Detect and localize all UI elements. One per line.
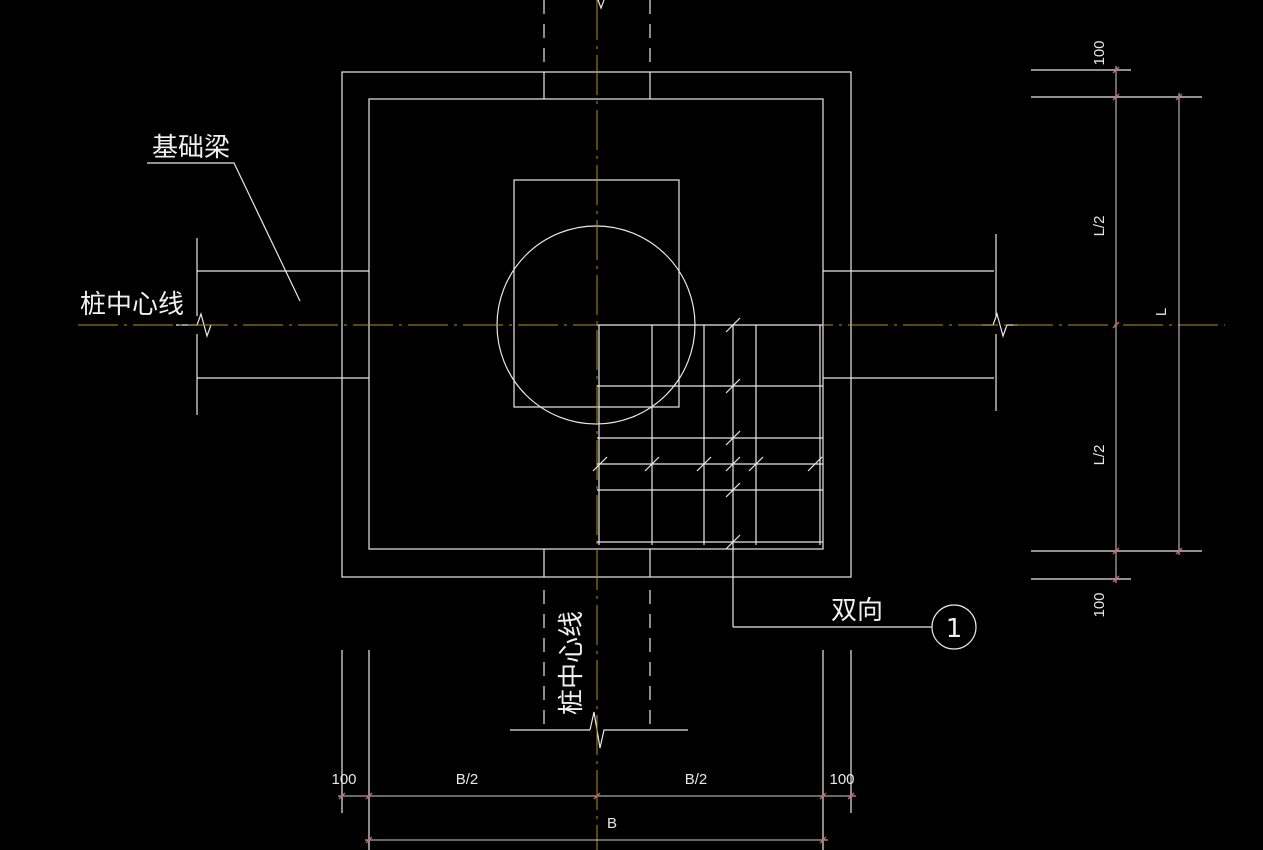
dim-half-b-left: B/2 <box>456 771 479 788</box>
dim-right-cover: 100 <box>829 771 854 788</box>
horizontal-dimensions: 100 B/2 B/2 100 B <box>331 650 856 850</box>
pile-cap-inner-outline <box>368 98 824 550</box>
rebar-tick <box>644 456 660 472</box>
vertical-dimensions: 100 L/2 L L/2 100 <box>1031 40 1202 618</box>
left-foundation-beam <box>176 238 369 415</box>
foundation-beam-label: 基础梁 <box>152 133 230 163</box>
rebar-ticks <box>592 317 823 550</box>
vertical-foundation-beam <box>510 0 688 749</box>
dim-half-b-right: B/2 <box>685 771 708 788</box>
bar-mark-circle <box>931 604 977 650</box>
dim-left-cover: 100 <box>331 771 356 788</box>
dim-total-l: L <box>1153 308 1170 316</box>
rebar-tick <box>748 456 764 472</box>
rebar-leader <box>732 325 977 650</box>
bar-mark-number: 1 <box>946 614 963 644</box>
right-foundation-beam <box>823 234 1018 411</box>
dim-total-b: B <box>607 815 617 832</box>
foundation-beam-leader <box>147 162 301 302</box>
rebar-tick <box>807 456 823 472</box>
pile-centerline-label-vertical: 桩中心线 <box>557 611 587 715</box>
rebar-tick <box>592 456 608 472</box>
bidirectional-label: 双向 <box>831 596 883 626</box>
reinforcement-mesh <box>597 324 823 545</box>
dim-half-l-bottom: L/2 <box>1091 445 1108 466</box>
dim-top-cover: 100 <box>1091 40 1108 65</box>
rebar-tick <box>696 456 712 472</box>
pile-centerline-label-horizontal: 桩中心线 <box>80 290 184 320</box>
dim-half-l-top: L/2 <box>1091 216 1108 237</box>
dim-bottom-cover: 100 <box>1091 592 1108 617</box>
